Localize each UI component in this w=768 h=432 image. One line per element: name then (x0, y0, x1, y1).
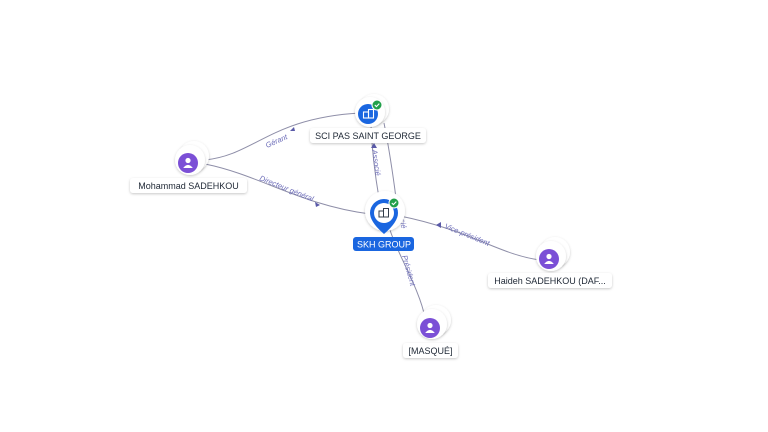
node-label-box (488, 273, 612, 288)
edge-hai-skh[interactable] (399, 215, 541, 261)
node-label-sci: SCI PAS SAINT GEORGE (315, 131, 421, 141)
edge-arrows (290, 127, 441, 228)
node-mohammad-sadehkou[interactable]: Mohammad SADEHKOU (130, 141, 247, 193)
person-icon (544, 253, 554, 264)
node-label-box (310, 128, 426, 143)
edge-label-associe-1: Associé (370, 148, 383, 176)
verified-check-icon (388, 197, 400, 209)
node-skh-group[interactable]: SKH GROUP (353, 191, 414, 251)
verified-check-icon (371, 99, 383, 111)
node-label-mohammad: Mohammad SADEHKOU (138, 181, 239, 191)
building-icon (378, 208, 389, 218)
edge-label-gerant: Gérant (264, 132, 289, 150)
building-icon (362, 108, 375, 119)
person-icon (425, 322, 435, 333)
node-label-skh: SKH GROUP (357, 240, 411, 250)
node-label-box (130, 178, 247, 193)
node-label-box-selected (353, 237, 414, 251)
node-haideh-sadehkou[interactable]: Haideh SADEHKOU (DAF... (488, 237, 612, 288)
arrow-hai-skh (436, 222, 441, 228)
edge-label-vice-president: Vice-président (443, 222, 492, 249)
edges (204, 112, 541, 319)
edge-label-president: Président (400, 254, 418, 288)
arrow-moh-skh (315, 202, 320, 207)
node-label-masque: [MASQUÉ] (408, 346, 452, 356)
edge-moh-sci[interactable] (204, 112, 361, 161)
node-label-box (403, 343, 458, 358)
node-masque[interactable]: [MASQUÉ] (403, 305, 458, 358)
edge-moh-skh[interactable] (204, 163, 371, 215)
node-sci-pas-saint-george[interactable]: SCI PAS SAINT GEORGE (310, 94, 426, 143)
person-icon (183, 157, 193, 168)
arrow-skh-sci (371, 143, 377, 148)
arrow-moh-sci (290, 127, 295, 131)
node-label-haideh: Haideh SADEHKOU (DAF... (494, 276, 606, 286)
edge-label-directeur-general: Directeur général (258, 174, 315, 204)
